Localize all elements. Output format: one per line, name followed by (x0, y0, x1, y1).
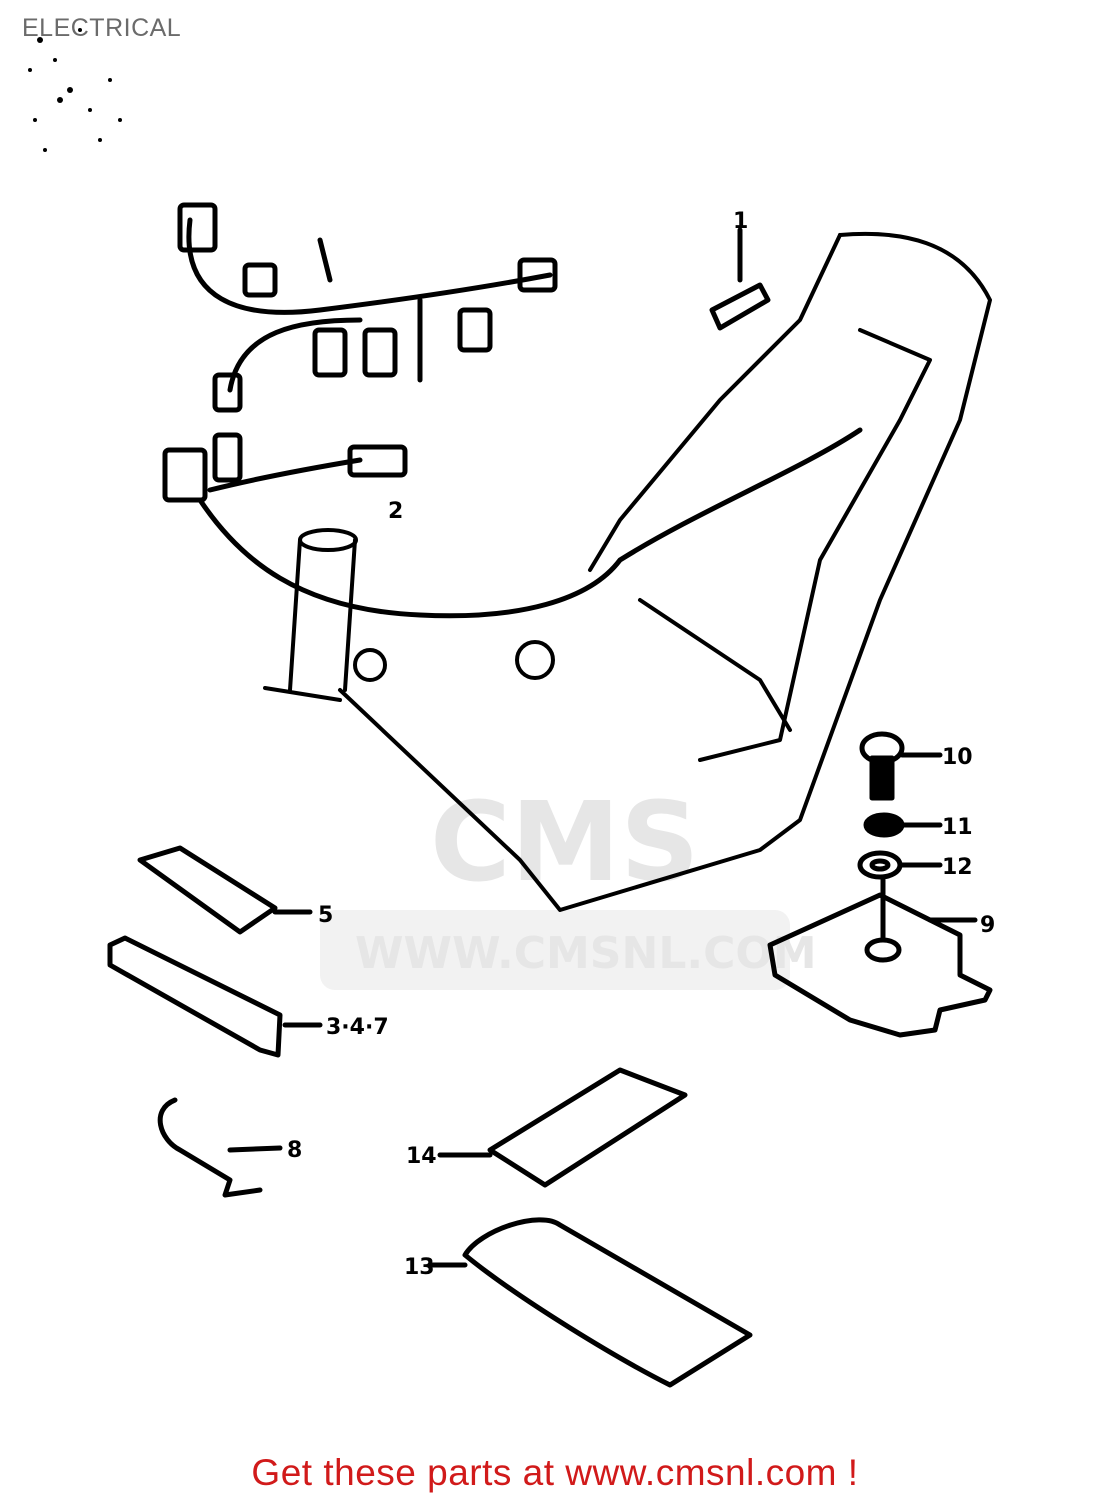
frame (263, 231, 992, 912)
callout-12: 12 (942, 855, 973, 880)
callout-3-4-7: 3·4·7 (326, 1015, 389, 1040)
part-10-11-12-hardware (857, 731, 943, 943)
scan-speckle (28, 28, 122, 152)
callout-8: 8 (287, 1138, 302, 1163)
callout-1: 1 (733, 209, 748, 234)
wiring-harness-main (162, 427, 863, 619)
callout-14: 14 (406, 1144, 437, 1169)
callout-labels: 2 5 3·4·7 8 9 10 11 12 13 14 1 (287, 209, 995, 1280)
diagram-title: ELECTRICAL (22, 14, 182, 42)
wiring-harness-upper (177, 202, 558, 413)
part-14-strap (437, 1067, 688, 1188)
part-3-4-7 (107, 935, 323, 1058)
watermark: WWW.CMSNL.COM CMS (320, 778, 817, 990)
callout-13: 13 (404, 1255, 435, 1280)
footer-link[interactable]: Get these parts at www.cmsnl.com ! (251, 1452, 859, 1493)
callout-11: 11 (942, 815, 973, 840)
callout-5: 5 (318, 903, 333, 928)
callout-10: 10 (942, 745, 973, 770)
svg-text:CMS: CMS (430, 778, 699, 906)
part-1-relay (709, 227, 771, 331)
callout-9: 9 (980, 913, 995, 938)
part-8 (157, 1097, 283, 1198)
svg-text:WWW.CMSNL.COM: WWW.CMSNL.COM (355, 928, 817, 979)
callout-2: 2 (388, 499, 403, 524)
part-13-cover (427, 1217, 753, 1388)
part-5 (137, 845, 313, 935)
